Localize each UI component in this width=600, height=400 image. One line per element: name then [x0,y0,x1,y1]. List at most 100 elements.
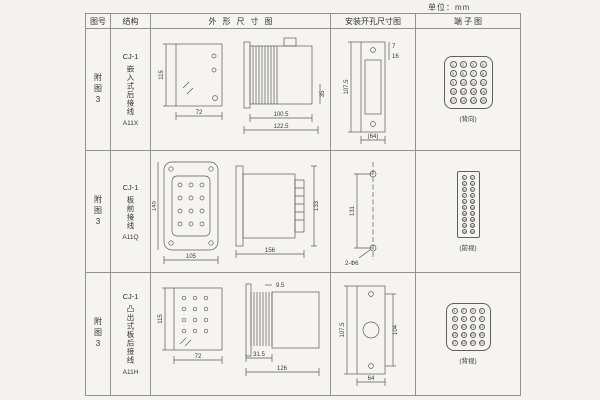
terminal-dot: 19 [469,97,477,104]
terminal-dot: 6 [469,187,475,192]
outline-drawing-row1: 115 72 100.5 [151,29,331,151]
terminal-dot: 16 [478,332,485,338]
dim-install-d1: 7 [388,41,396,50]
terminal-dot: 9 [451,324,458,330]
dim-label: 64 [368,376,375,382]
dim-label: 107.5 [344,78,350,94]
hole-callout: 2-Φ6 [345,249,371,267]
col-header-struct: 结构 [111,14,151,29]
dim-install-height: 107.5 [340,285,357,375]
struct-name: 嵌入式后接线 [126,65,135,116]
unit-label: 单位：mm [428,3,471,12]
spec-table: 图号 结构 外形尺寸图 安装开孔尺寸图 端子图 附图3 CJ-1 嵌入式后接线 … [85,13,521,396]
terminal-dot: 18 [460,340,467,346]
terminal-dot: 4 [469,181,475,186]
model-code: A11X [122,120,139,127]
terminal-dot: 15 [461,217,467,222]
outline-svg-row1: 115 72 100.5 [159,37,326,134]
install-drawing-row2: 131 2-Φ6 [331,151,416,273]
dim-front-width: 72 [173,354,222,364]
dim-label: 72 [195,110,202,116]
col-header-terminal: 端子图 [416,14,520,29]
terminal-dot: 4 [479,61,487,68]
terminal-dot: 12 [469,205,475,210]
side-view [235,165,304,246]
terminal-dot: 6 [459,70,467,77]
terminal-dot: 9 [449,79,457,86]
terminal-dot: 17 [461,223,467,228]
model-code: A11H [122,368,139,376]
struct-name: 板前接线 [126,195,135,230]
terminal-dot: 1 [451,308,458,314]
dim-label: 104 [393,324,399,335]
dim-label: 122.5 [273,124,289,130]
dim-front-height: 145 [152,161,158,250]
terminal-dot: 13 [449,88,457,95]
dim-label: 7 [392,44,396,50]
terminal-dot: 16 [469,217,475,222]
terminal-dot: 3 [461,181,467,186]
terminal-dot: 12 [478,324,485,330]
terminal-dot: 14 [469,211,475,216]
terminal-dot: 10 [469,199,475,204]
dim-label: 105 [185,254,196,260]
terminal-dot: 15 [469,88,477,95]
dim-hole-spacing: 131 [350,173,373,248]
terminal-dot: 17 [449,97,457,104]
model-label: CJ-1 [122,52,139,61]
dim-install-width: 64 [356,376,386,386]
dim-front-height: 115 [159,43,176,106]
terminal-dot: 10 [460,324,467,330]
fig-number: 附图3 [93,317,103,351]
terminal-dot: 4 [478,308,485,314]
dim-label: (64) [368,134,379,140]
dim-side-length1: 100.5 [249,112,312,122]
outline-svg-row3: 115 72 31.5 [158,283,319,376]
terminal-dot: 7 [461,193,467,198]
fig-cell-row3: 附图3 [86,273,111,395]
terminal-dot: 5 [449,70,457,77]
dim-label: 131 [350,205,356,216]
dim-side-length: 156 [235,248,304,258]
terminal-dot: 3 [469,61,477,68]
front-view [163,161,218,250]
col-header-fig: 图号 [86,14,111,29]
fig-cell-row2: 附图3 [86,151,111,273]
fig-number: 附图3 [93,72,103,107]
terminal-dot: 5 [461,187,467,192]
terminal-dot: 1 [461,175,467,180]
terminal-dot: 16 [479,88,487,95]
dim-label: 35 [320,90,326,97]
dim-side-length2: 122.5 [243,124,318,134]
dim-rib-pitch: 9.5 [264,283,285,289]
terminal-dot: 2 [469,175,475,180]
dim-flange: 31.5 [245,352,272,362]
terminal-dot: 7 [469,316,476,322]
terminal-dot: 14 [459,88,467,95]
hole-centerline [369,161,377,260]
terminal-dot: 11 [469,79,477,86]
terminal-dot: 18 [459,97,467,104]
dim-label: 72 [194,354,201,360]
front-view [175,43,222,106]
dim-label: 115 [158,314,164,324]
dim-label: 100.5 [273,112,289,118]
model-label: CJ-1 [122,292,139,302]
terminal-dot: 15 [469,332,476,338]
dim-side-depth: 35 [319,83,326,104]
terminal-caption: (背向) [459,116,477,123]
terminal-dot: 2 [459,61,467,68]
struct-cell-row2: CJ-1 板前接线 A11Q [111,151,151,273]
front-view [173,287,222,351]
terminal-dot: 8 [478,316,485,322]
model-code: A11Q [122,233,139,241]
terminal-dot: 3 [469,308,476,314]
terminal-dot: 19 [469,340,476,346]
side-view [243,37,312,108]
dim-front-width: 105 [163,254,218,264]
struct-name: 凸出式板后接线 [126,305,135,365]
cutout-view [360,41,386,132]
